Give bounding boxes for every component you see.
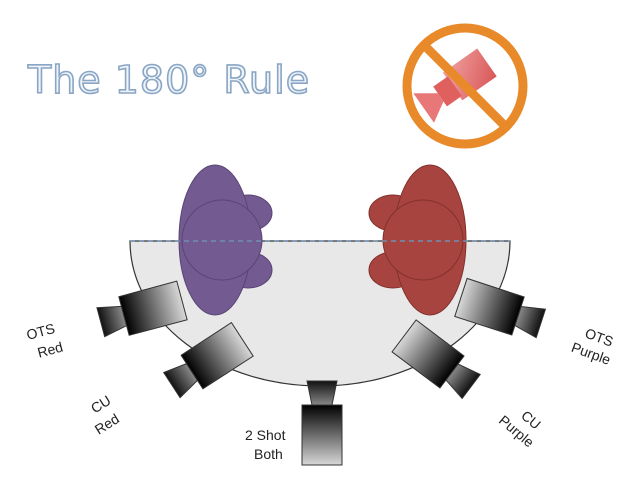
camera-label-ots-purple: OTS Purple	[569, 325, 615, 368]
camera-label-cu-red: CU Red	[88, 392, 122, 437]
red-person	[368, 164, 467, 316]
camera-label-cu-purple: CU Purple	[496, 407, 544, 450]
camera-icon	[301, 380, 343, 466]
svg-text:Both: Both	[254, 446, 283, 462]
page-title: The 180° Rule	[27, 58, 310, 102]
purple-person	[178, 164, 273, 316]
camera-label-2shot-both: 2 Shot Both	[245, 427, 286, 462]
svg-text:Red: Red	[36, 339, 65, 361]
svg-text:OTS: OTS	[25, 320, 57, 343]
camera-icon	[454, 277, 548, 343]
no-camera-icon	[402, 23, 528, 149]
svg-text:2 Shot: 2 Shot	[245, 427, 286, 443]
camera-label-ots-red: OTS Red	[25, 320, 65, 361]
